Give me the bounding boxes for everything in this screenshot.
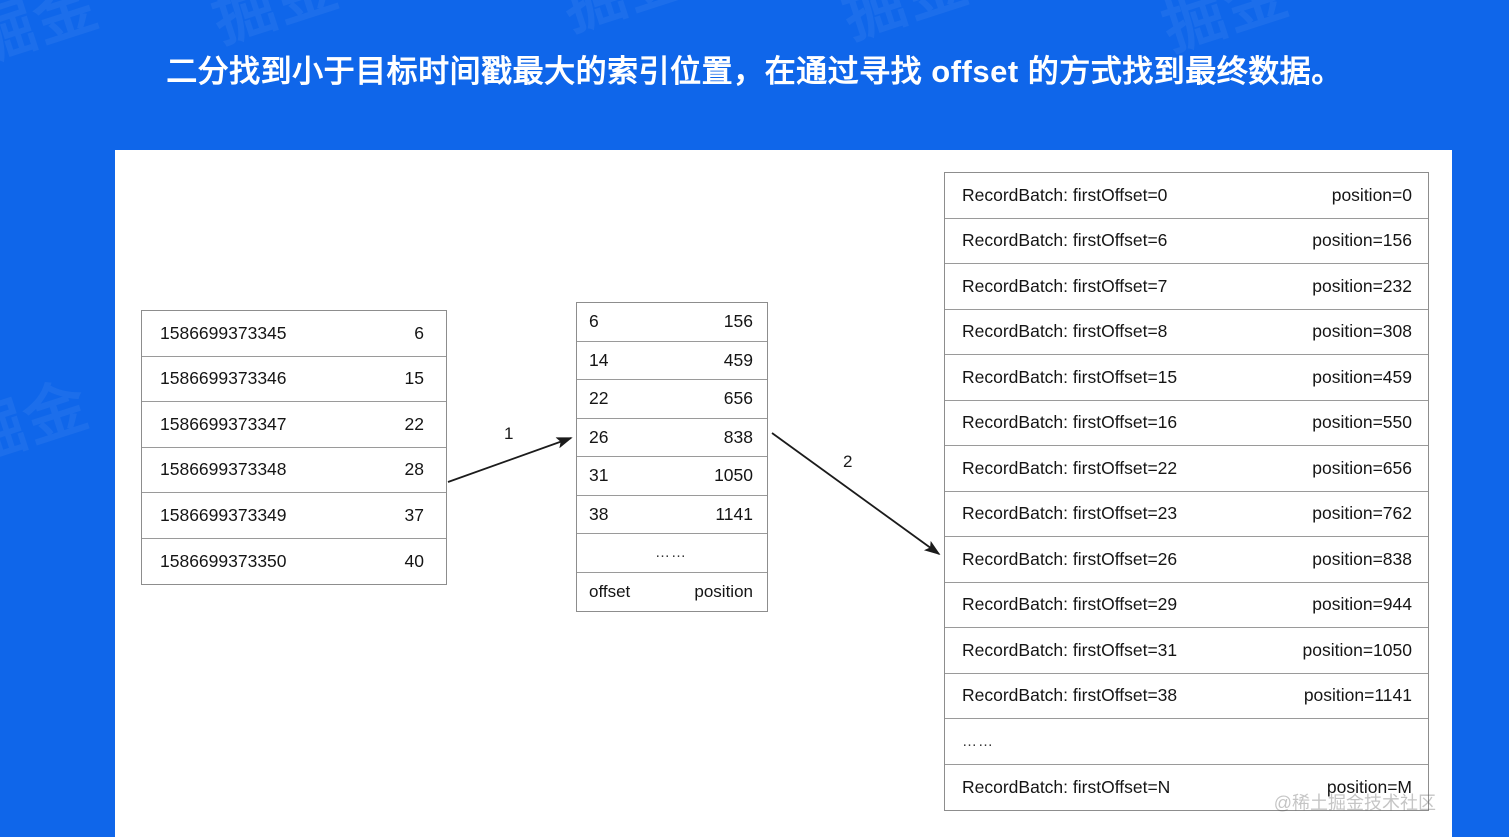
offset-cell: 28 xyxy=(404,459,424,480)
position-cell: position=459 xyxy=(1312,366,1412,387)
table-row-ellipsis: …… xyxy=(577,534,767,573)
position-cell: position=156 xyxy=(1312,230,1412,251)
timestamp-cell: 1586699373348 xyxy=(160,459,287,480)
offset-cell: 31 xyxy=(589,465,609,486)
table-row-highlighted: RecordBatch: firstOffset=26 position=838 xyxy=(945,537,1428,583)
arrow-2 xyxy=(771,432,941,556)
offset-index-table: 6 156 14 459 22 656 26 838 31 1050 38 11… xyxy=(576,302,768,612)
offset-cell: 26 xyxy=(589,426,609,447)
ellipsis-label: …… xyxy=(962,732,994,750)
offset-cell: 14 xyxy=(589,349,609,370)
position-cell: 656 xyxy=(723,388,753,409)
timestamp-cell: 1586699373345 xyxy=(160,322,287,343)
table-row-last: RecordBatch: firstOffset=N position=M xyxy=(945,765,1428,811)
table-row: RecordBatch: firstOffset=31 position=105… xyxy=(945,628,1428,674)
slide-title: 二分找到小于目标时间戳最大的索引位置，在通过寻找 offset 的方式找到最终数… xyxy=(166,54,1343,89)
table-row: 1586699373347 22 xyxy=(142,402,446,448)
offset-cell: 37 xyxy=(404,504,424,525)
timestamp-cell: 1586699373347 xyxy=(160,413,287,434)
position-cell: position=M xyxy=(1326,776,1412,797)
table-row: 14 459 xyxy=(577,342,767,380)
table-row: 22 656 xyxy=(577,380,767,419)
position-cell: 459 xyxy=(723,349,753,370)
offset-column-header: offset xyxy=(589,581,631,601)
log-segment-table: RecordBatch: firstOffset=0 position=0 Re… xyxy=(944,172,1429,811)
table-row: RecordBatch: firstOffset=22 position=656 xyxy=(945,446,1428,492)
position-cell: position=232 xyxy=(1312,275,1412,296)
position-cell: position=550 xyxy=(1312,412,1412,433)
time-index-table: 1586699373345 6 1586699373346 15 1586699… xyxy=(141,310,447,585)
table-row: RecordBatch: firstOffset=8 position=308 xyxy=(945,310,1428,355)
background-watermark: 掘金 xyxy=(0,370,98,476)
table-row: RecordBatch: firstOffset=15 position=459 xyxy=(945,355,1428,401)
timestamp-cell: 1586699373349 xyxy=(160,504,287,525)
record-batch-cell: RecordBatch: firstOffset=15 xyxy=(962,366,1178,387)
table-row-highlighted: 26 838 xyxy=(577,419,767,457)
table-row: RecordBatch: firstOffset=0 position=0 xyxy=(945,173,1428,219)
position-cell: position=308 xyxy=(1312,321,1412,342)
record-batch-cell: RecordBatch: firstOffset=26 xyxy=(962,548,1178,569)
offset-cell: 6 xyxy=(414,322,424,343)
record-batch-cell: RecordBatch: firstOffset=38 xyxy=(962,685,1178,706)
table-row: 1586699373349 37 xyxy=(142,493,446,539)
position-cell: 1141 xyxy=(715,503,753,524)
position-cell: 156 xyxy=(723,311,753,332)
table-row: 1586699373346 15 xyxy=(142,357,446,402)
table-row: 38 1141 xyxy=(577,496,767,534)
position-cell: position=838 xyxy=(1312,548,1412,569)
table-row-ellipsis: …… xyxy=(945,719,1428,765)
table-row: 1586699373345 6 xyxy=(142,311,446,357)
background-watermark: 掘金 xyxy=(549,0,699,48)
position-cell: position=1050 xyxy=(1302,639,1412,660)
position-column-header: position xyxy=(694,581,753,601)
record-batch-cell: RecordBatch: firstOffset=N xyxy=(962,776,1171,797)
table-row: RecordBatch: firstOffset=29 position=944 xyxy=(945,583,1428,628)
timestamp-cell: 1586699373350 xyxy=(160,550,287,571)
table-row-highlighted: 1586699373348 28 xyxy=(142,448,446,493)
position-cell: position=944 xyxy=(1312,594,1412,615)
table-footer-row: offset position xyxy=(577,573,767,612)
offset-cell: 22 xyxy=(404,413,424,434)
offset-cell: 15 xyxy=(404,368,424,389)
record-batch-cell: RecordBatch: firstOffset=8 xyxy=(962,321,1168,342)
record-batch-cell: RecordBatch: firstOffset=23 xyxy=(962,503,1178,524)
table-row: RecordBatch: firstOffset=6 position=156 xyxy=(945,219,1428,264)
position-cell: 838 xyxy=(723,426,753,447)
table-row: RecordBatch: firstOffset=38 position=114… xyxy=(945,674,1428,719)
record-batch-cell: RecordBatch: firstOffset=31 xyxy=(962,639,1178,660)
table-row: RecordBatch: firstOffset=16 position=550 xyxy=(945,401,1428,446)
timestamp-cell: 1586699373346 xyxy=(160,368,287,389)
position-cell: position=1141 xyxy=(1303,685,1412,706)
offset-cell: 22 xyxy=(589,388,609,409)
offset-cell: 38 xyxy=(589,503,609,524)
position-cell: position=656 xyxy=(1312,457,1412,478)
record-batch-cell: RecordBatch: firstOffset=29 xyxy=(962,594,1178,615)
record-batch-cell: RecordBatch: firstOffset=22 xyxy=(962,457,1178,478)
corner-watermark: @稀土掘金技术社区 xyxy=(1273,793,1436,813)
record-batch-cell: RecordBatch: firstOffset=16 xyxy=(962,412,1178,433)
offset-cell: 40 xyxy=(404,550,424,571)
table-row: RecordBatch: firstOffset=7 position=232 xyxy=(945,264,1428,310)
position-cell: position=762 xyxy=(1312,503,1412,524)
position-cell: position=0 xyxy=(1331,184,1412,205)
position-cell: 1050 xyxy=(714,465,753,486)
arrow-2-label: 2 xyxy=(843,452,853,471)
arrow-1 xyxy=(447,437,573,483)
diagram-canvas: 1586699373345 6 1586699373346 15 1586699… xyxy=(115,150,1452,837)
record-batch-cell: RecordBatch: firstOffset=0 xyxy=(962,184,1168,205)
record-batch-cell: RecordBatch: firstOffset=7 xyxy=(962,275,1168,296)
table-row: 6 156 xyxy=(577,303,767,342)
table-row: 31 1050 xyxy=(577,457,767,496)
table-row: 1586699373350 40 xyxy=(142,539,446,585)
record-batch-cell: RecordBatch: firstOffset=6 xyxy=(962,230,1168,251)
ellipsis-label: …… xyxy=(655,544,687,562)
table-row: RecordBatch: firstOffset=23 position=762 xyxy=(945,492,1428,537)
arrow-1-label: 1 xyxy=(504,424,514,443)
offset-cell: 6 xyxy=(589,311,599,332)
